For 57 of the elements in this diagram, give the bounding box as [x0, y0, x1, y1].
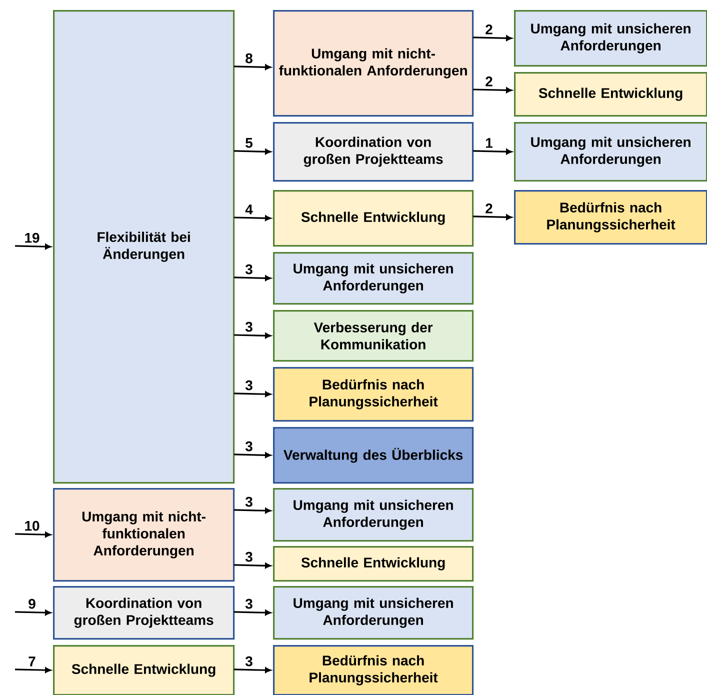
edge-label: 2 [486, 76, 492, 86]
text-box: Umgang mit nicht-funktionalen Anforderungen [53, 488, 235, 582]
edge-label: 9 [28, 598, 36, 609]
text-box: Bedürfnis nach Planungssicherheit [514, 190, 707, 245]
edge-label: 3 [245, 441, 252, 452]
edge-label: 1 [486, 138, 493, 148]
text-box: Umgang mit unsicheren Anforderungen [273, 488, 474, 542]
arrow [234, 275, 271, 281]
edge-label: 3 [245, 322, 252, 332]
arrow [234, 667, 271, 673]
arrow [472, 87, 512, 93]
arrow [472, 35, 512, 41]
text-box: Umgang mit unsicheren Anforderungen [514, 10, 707, 67]
text-box: Schnelle Entwicklung [514, 72, 707, 117]
arrow [234, 332, 271, 338]
text-box: Verwaltung des Überblicks [273, 426, 474, 484]
text-box: Schnelle Entwicklung [273, 546, 474, 582]
edge-label: 19 [25, 232, 40, 243]
edge-label: 3 [245, 656, 252, 666]
edge-label: 5 [246, 138, 253, 148]
arrow [234, 64, 271, 70]
text-box: Verbesserung der Kommunikation [273, 310, 474, 362]
text-box: Umgang mit nicht-funktionalen Anforderungen [273, 10, 474, 117]
edge-label: 4 [245, 204, 253, 214]
edge-label: 3 [245, 380, 252, 390]
text-box: Koordination von großen Projektteams [273, 122, 474, 182]
edge-label: 3 [245, 552, 252, 562]
arrow [14, 667, 51, 673]
arrow [234, 391, 271, 397]
edge-label: 8 [246, 53, 252, 64]
text-box: Umgang mit unsicheren Anforderungen [273, 252, 474, 305]
edge-label: 3 [245, 598, 252, 609]
arrow [234, 215, 271, 221]
text-box: Bedürfnis nach Planungssicherheit [273, 366, 474, 422]
edge-label: 10 [25, 520, 40, 531]
text-box: Flexibilität bei Änderungen [53, 10, 235, 484]
arrow [472, 148, 512, 154]
arrow [234, 508, 271, 514]
text-box: Umgang mit unsicheren Anforderungen [514, 122, 707, 182]
text-box: Schnelle Entwicklung [273, 190, 474, 247]
text-box: Umgang mit unsicheren Anforderungen [273, 586, 474, 640]
text-box: Schnelle Entwicklung [53, 644, 235, 695]
arrow [14, 532, 51, 538]
arrow [234, 452, 271, 458]
arrow [234, 610, 271, 616]
arrow [14, 244, 51, 250]
edge-label: 2 [486, 24, 492, 34]
text-box: Koordination von großen Projektteams [53, 586, 235, 640]
arrow [472, 214, 512, 220]
edge-label: 3 [245, 264, 252, 274]
arrow [234, 562, 271, 568]
arrow [234, 148, 271, 154]
edge-label: 7 [28, 656, 36, 666]
edge-label: 3 [245, 496, 252, 507]
text-box: Bedürfnis nach Planungssicherheit [273, 644, 474, 695]
edge-label: 2 [486, 204, 492, 214]
arrow [14, 610, 51, 616]
